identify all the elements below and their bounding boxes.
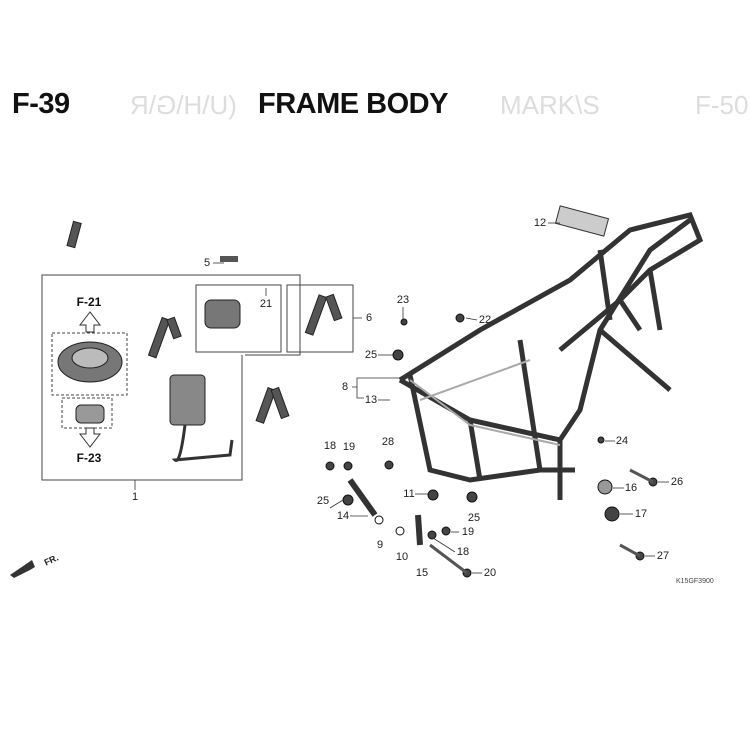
arrow-down-icon <box>78 427 102 448</box>
ghost-ref: F-50 <box>695 90 749 120</box>
callout-14[interactable]: 14 <box>336 510 350 522</box>
callout-8[interactable]: 8 <box>341 381 349 393</box>
callout-10[interactable]: 10 <box>395 551 409 563</box>
page-code: F-39 <box>12 88 70 120</box>
callout-16[interactable]: 16 <box>624 482 638 494</box>
key-icons <box>66 220 343 424</box>
plate-icon <box>554 205 610 237</box>
callout-20[interactable]: 20 <box>483 567 497 579</box>
kit-box-5 <box>195 284 282 353</box>
callout-25[interactable]: 25 <box>364 349 378 361</box>
callout-12[interactable]: 12 <box>533 217 547 229</box>
seat-lock-icon <box>204 299 241 329</box>
callout-24[interactable]: 24 <box>615 435 629 447</box>
kit-box-1 <box>41 274 301 481</box>
callout-28[interactable]: 28 <box>381 436 395 448</box>
callout-25[interactable]: 25 <box>316 495 330 507</box>
callout-5[interactable]: 5 <box>203 257 211 269</box>
page-title: FRAME BODY <box>258 88 448 120</box>
callout-13[interactable]: 13 <box>364 394 378 406</box>
arrow-up-icon <box>78 311 102 333</box>
callout-25[interactable]: 25 <box>467 512 481 524</box>
callout-1[interactable]: 1 <box>131 491 139 503</box>
frame-body-icon <box>398 212 704 500</box>
diagram-code: K15GF3900 <box>676 578 714 585</box>
ref-f23[interactable]: F-23 <box>76 451 102 465</box>
ghost-text: MARK\S <box>500 90 600 120</box>
callout-21[interactable]: 21 <box>259 298 273 310</box>
callout-27[interactable]: 27 <box>656 550 670 562</box>
callout-9[interactable]: 9 <box>376 539 384 551</box>
kit-box-6 <box>286 284 354 353</box>
ignition-switch-icon <box>169 374 206 426</box>
callout-6[interactable]: 6 <box>365 312 373 324</box>
callout-19[interactable]: 19 <box>461 526 475 538</box>
callout-15[interactable]: 15 <box>415 567 429 579</box>
callout-22[interactable]: 22 <box>478 314 492 326</box>
callout-19[interactable]: 19 <box>342 441 356 453</box>
callout-18[interactable]: 18 <box>323 440 337 452</box>
callout-11[interactable]: 11 <box>403 488 415 500</box>
front-arrow-icon <box>10 560 35 578</box>
callout-23[interactable]: 23 <box>396 294 410 306</box>
callout-18[interactable]: 18 <box>456 546 470 558</box>
ref-f21[interactable]: F-21 <box>76 295 102 309</box>
callout-26[interactable]: 26 <box>670 476 684 488</box>
lock-cylinder-icon <box>75 404 105 424</box>
callout-17[interactable]: 17 <box>634 508 648 520</box>
